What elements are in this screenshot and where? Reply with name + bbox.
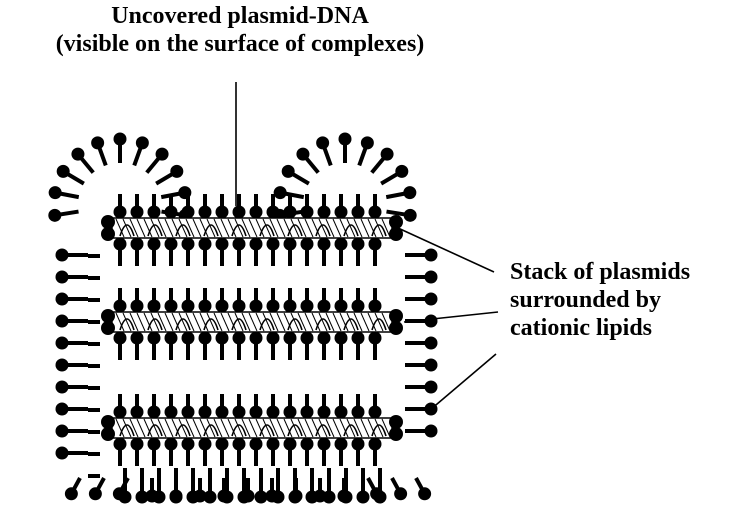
lipid-head <box>136 136 149 149</box>
inner-lipid-layers <box>114 194 387 504</box>
plasmid-stack-label-line-3: cationic lipids <box>510 314 690 342</box>
stack-leader-middle <box>404 312 498 322</box>
dna-band-outline <box>112 218 392 238</box>
lipid-head <box>425 315 438 328</box>
dna-band-outline <box>112 312 392 332</box>
plasmid-strand <box>101 415 403 441</box>
lipid-head <box>425 337 438 350</box>
lipid-head <box>119 491 132 504</box>
lipid-head <box>418 487 431 500</box>
lipid-head <box>56 293 69 306</box>
plasmid-stack-label: Stack of plasmids surrounded by cationic… <box>510 258 690 342</box>
lipid-head <box>56 337 69 350</box>
lipid-head <box>389 215 403 229</box>
lipid-head <box>394 487 407 500</box>
uncovered-dna-label-line-1: Uncovered plasmid-DNA <box>0 2 480 30</box>
lipid-head <box>71 148 84 161</box>
lipid-head <box>101 227 115 241</box>
lipid-head <box>357 491 370 504</box>
lipid-head <box>389 415 403 429</box>
lipid-head <box>255 491 268 504</box>
lipid-head <box>153 491 166 504</box>
lipid-head <box>101 215 115 229</box>
plasmid-strand <box>101 309 403 335</box>
lipid-head <box>101 415 115 429</box>
lipid-head <box>56 447 69 460</box>
lipid-head <box>48 209 61 222</box>
lipid-head <box>56 403 69 416</box>
stack-leader-bottom <box>430 354 496 410</box>
lipid-head <box>56 425 69 438</box>
lipid-head <box>389 427 403 441</box>
stack-leader-top <box>398 228 494 272</box>
lipid-head <box>56 249 69 262</box>
lipid-head <box>425 249 438 262</box>
lipid-head <box>296 148 309 161</box>
lipid-head <box>56 271 69 284</box>
lipid-head <box>89 487 102 500</box>
plasmid-stack-label-line-2: surrounded by <box>510 286 690 314</box>
lipid-head <box>56 359 69 372</box>
lipid-head <box>403 186 416 199</box>
lipid-head <box>101 309 115 323</box>
lipid-head <box>306 491 319 504</box>
lipid-head <box>114 133 127 146</box>
lipid-head <box>282 165 295 178</box>
lipid-head <box>187 491 200 504</box>
lipid-head <box>340 491 353 504</box>
lipid-head <box>374 491 387 504</box>
lipid-head <box>204 491 217 504</box>
lipid-head <box>56 315 69 328</box>
lipid-head <box>136 491 149 504</box>
lipid-head <box>425 425 438 438</box>
lipid-head <box>323 491 336 504</box>
lipid-head <box>381 148 394 161</box>
lipid-head <box>156 148 169 161</box>
lipid-head <box>238 491 251 504</box>
plasmid-stack-label-line-1: Stack of plasmids <box>510 258 690 286</box>
lipid-head <box>91 136 104 149</box>
lipid-head <box>101 321 115 335</box>
lipid-head <box>272 491 285 504</box>
lipid-head <box>389 321 403 335</box>
dna-band-outline <box>112 418 392 438</box>
lipid-head <box>404 209 417 222</box>
lipid-head <box>56 381 69 394</box>
lipid-head <box>339 133 352 146</box>
uncovered-dna-label: Uncovered plasmid-DNA (visible on the su… <box>0 2 480 58</box>
lipid-head <box>425 271 438 284</box>
lipid-head <box>274 186 287 199</box>
lipid-head <box>425 359 438 372</box>
lipid-head <box>316 136 329 149</box>
lipid-head <box>289 491 302 504</box>
lipid-head <box>425 381 438 394</box>
plasmid-strand <box>101 215 403 241</box>
lipid-head <box>49 186 62 199</box>
lipid-head <box>395 165 408 178</box>
lipid-head <box>170 491 183 504</box>
lipid-head <box>65 487 78 500</box>
lipid-head <box>425 293 438 306</box>
lipid-head <box>57 165 70 178</box>
lipid-head <box>361 136 374 149</box>
lipid-head <box>170 165 183 178</box>
lipid-head <box>221 491 234 504</box>
uncovered-dna-label-line-2: (visible on the surface of complexes) <box>0 30 480 58</box>
lipid-head <box>101 427 115 441</box>
lipid-head <box>389 309 403 323</box>
